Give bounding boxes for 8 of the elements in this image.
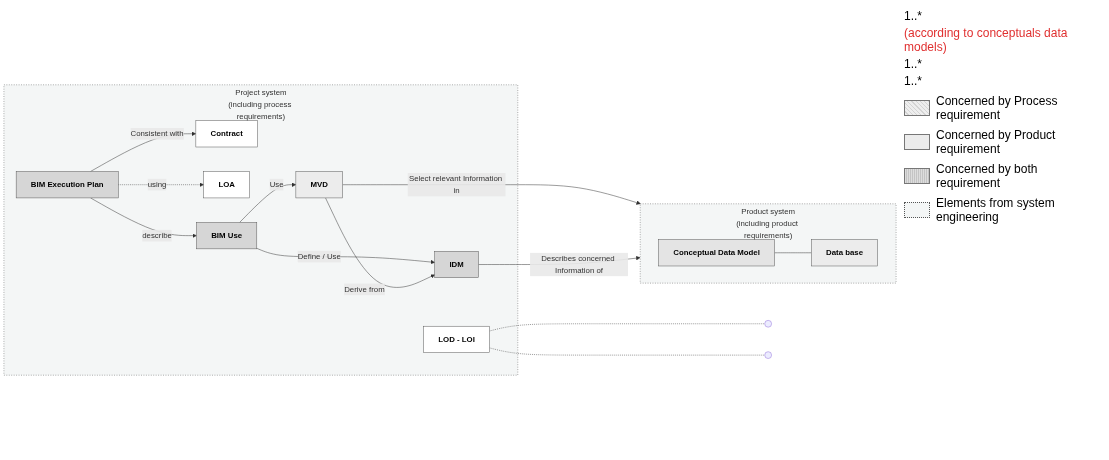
note-text: (according to conceptuals data models) (904, 26, 1069, 54)
multiplicity-label: 1..* (904, 74, 923, 88)
legend-text: Concerned by both requirement (936, 162, 1039, 190)
multiplicity-label: 1..* (904, 57, 923, 71)
multiplicity-label: 1..* (904, 9, 923, 23)
legend-text: Concerned by Process requirement (936, 94, 1059, 122)
legend-text: Elements from system engineering (936, 196, 1056, 224)
legend-text: Concerned by Product requirement (936, 128, 1057, 156)
